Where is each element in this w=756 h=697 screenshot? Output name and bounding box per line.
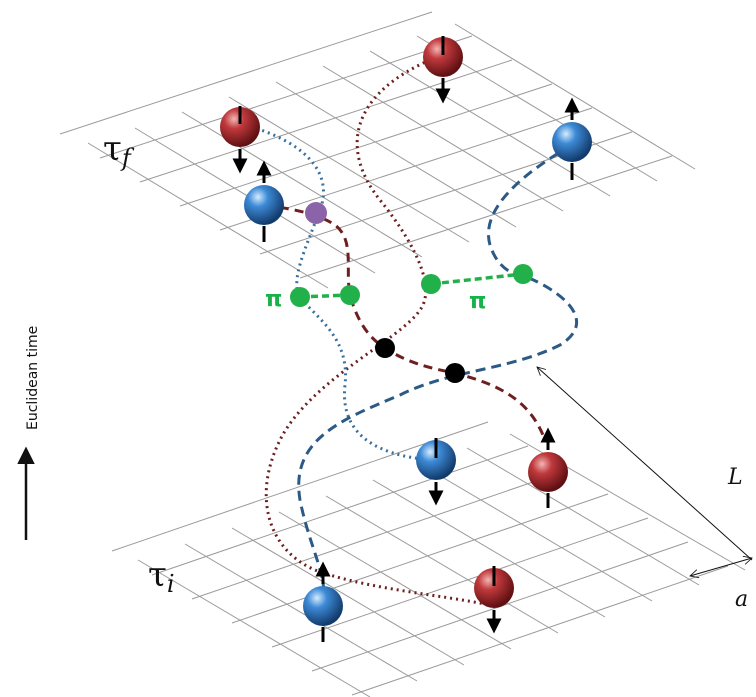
pion-label-left: π [265, 287, 282, 312]
neutron-top-left [244, 160, 284, 242]
pion-line-left [299, 293, 351, 299]
pion-vertex-2 [340, 285, 360, 305]
proton-bottom-right [528, 427, 568, 508]
neutron-bottom-center [416, 438, 456, 506]
lattice-grid-tau-i [111, 421, 746, 697]
tau-f-label: τf [103, 129, 135, 172]
worldline-proton-dashed [264, 203, 547, 441]
pion-vertex-1 [290, 287, 310, 307]
special-vertex [305, 202, 327, 224]
contact-vertex-1 [375, 338, 395, 358]
contact-vertex-2 [445, 363, 465, 383]
lattice-grid-tau-f [59, 11, 696, 289]
neutron-top-right [552, 97, 592, 180]
pion-label-right: π [469, 289, 486, 314]
proton-top-left [220, 106, 260, 174]
time-axis-label: Euclidean time [25, 326, 41, 430]
tau-i-label: τi [148, 555, 175, 598]
pion-vertex-3 [421, 274, 441, 294]
spacing-label: a [735, 587, 748, 612]
neutron-bottom-left [303, 561, 343, 642]
length-dimension-line [537, 367, 753, 561]
pion-vertex-4 [513, 264, 533, 284]
proton-bottom-center [474, 566, 514, 634]
worldline-neutron-dashed [297, 143, 578, 606]
pion-line-right [430, 272, 524, 286]
worldline-proton-dotted-main [264, 58, 491, 607]
length-label: L [727, 465, 743, 490]
proton-top-center [423, 36, 463, 104]
worldline-neutron-dotted [244, 123, 433, 462]
spacing-dimension-line [690, 558, 752, 576]
